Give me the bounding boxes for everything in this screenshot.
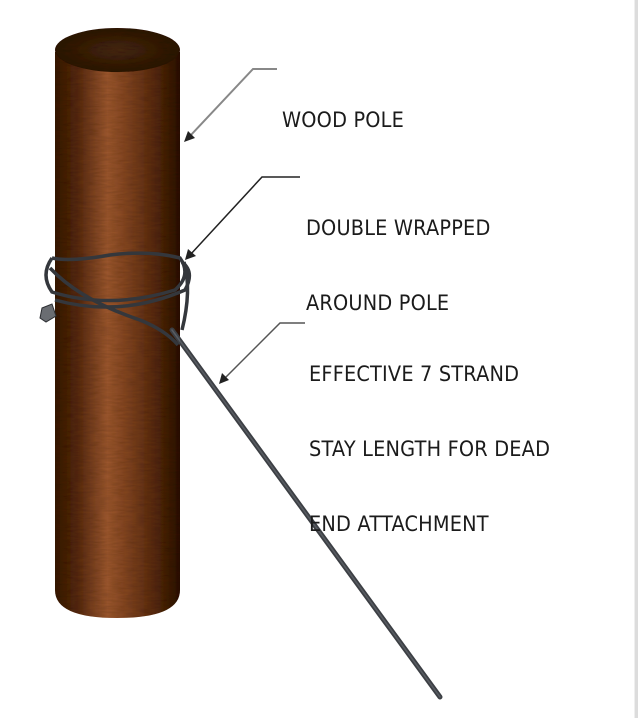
wire-wraps — [44, 251, 192, 347]
callout-line: AROUND POLE — [306, 291, 450, 315]
callout-line: STAY LENGTH FOR DEAD — [309, 437, 551, 461]
page-edge-border — [634, 0, 638, 718]
leader-double-wrapped — [185, 176, 300, 260]
wood-pole — [55, 28, 180, 618]
callout-line: DOUBLE WRAPPED — [306, 216, 491, 240]
leader-wood-pole — [184, 68, 277, 142]
leader-stay-length — [219, 322, 305, 384]
callout-double-wrapped: DOUBLE WRAPPED AROUND POLE — [306, 166, 491, 341]
callout-line: WOOD POLE — [282, 108, 405, 132]
callout-wood-pole: WOOD POLE — [282, 58, 404, 158]
wire-end-cap — [39, 303, 57, 323]
callout-stay-length: EFFECTIVE 7 STRAND STAY LENGTH FOR DEAD … — [309, 312, 550, 562]
callout-line: EFFECTIVE 7 STRAND — [309, 362, 520, 386]
callout-line: END ATTACHMENT — [309, 512, 489, 536]
